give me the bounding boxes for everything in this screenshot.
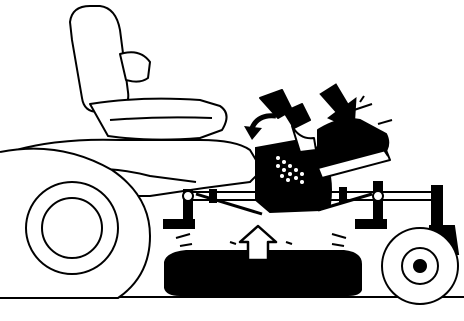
down-arrow-icon <box>320 84 356 130</box>
curved-arrow-icon <box>244 116 276 140</box>
caster-wheel-icon <box>382 186 458 304</box>
seat-icon <box>70 6 227 140</box>
